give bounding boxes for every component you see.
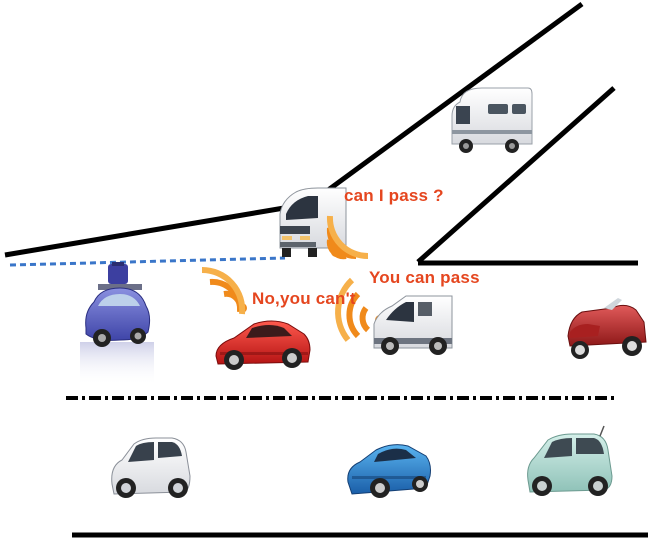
blue-car-with-luggage-icon <box>80 262 154 386</box>
ramp-inner-edge <box>416 86 616 264</box>
deny-message-label: No,you can't <box>252 289 356 308</box>
ramp-outer-edge <box>318 1 584 199</box>
camper-van-icon <box>451 87 533 153</box>
request-message-label: can I pass ? <box>344 186 444 205</box>
upper-road-edge <box>4 203 297 258</box>
white-panel-van-icon <box>373 295 453 355</box>
mint-hatchback-icon <box>527 425 613 496</box>
road-lines <box>4 1 648 538</box>
red-sports-car-icon <box>215 320 311 370</box>
red-roadster-icon <box>567 298 647 359</box>
white-city-car-icon <box>111 437 191 498</box>
red-car-signal-icon <box>201 266 247 315</box>
allow-message-label: You can pass <box>369 268 480 287</box>
blue-coupe-icon <box>347 444 431 498</box>
merge-dashed-line <box>9 256 286 267</box>
van-signal-icon <box>326 215 369 260</box>
